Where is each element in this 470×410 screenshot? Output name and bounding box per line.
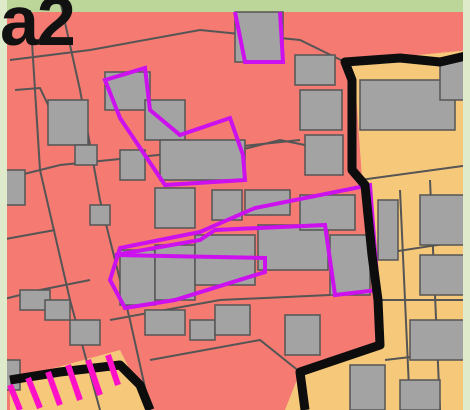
building (119, 249, 156, 306)
building (74, 144, 98, 166)
map-label: a2 (0, 0, 76, 60)
top-green-band (0, 0, 470, 12)
building (214, 304, 251, 336)
highlight-parcel-center (102, 65, 248, 188)
building (189, 319, 216, 341)
building (44, 299, 71, 321)
building (154, 187, 196, 229)
frame-left (0, 0, 7, 410)
building (294, 54, 336, 86)
hatched-band (7, 354, 121, 410)
frame-right (463, 0, 470, 410)
highlighted-parcels (102, 11, 381, 311)
building (399, 379, 441, 410)
building (419, 254, 470, 296)
building (304, 134, 344, 176)
building (89, 204, 111, 226)
highlight-parcel-south (107, 182, 381, 311)
building (299, 89, 343, 131)
building (329, 234, 371, 296)
building (257, 224, 329, 271)
building (349, 364, 386, 410)
building (69, 319, 101, 346)
building (159, 139, 246, 181)
building (419, 194, 470, 246)
boundary-line (9, 50, 470, 410)
building (119, 149, 146, 181)
building (47, 99, 89, 146)
building (377, 199, 399, 261)
building (154, 244, 196, 301)
building (194, 234, 256, 286)
building (359, 79, 456, 131)
building (409, 319, 470, 361)
highlight-parcel-north (233, 11, 286, 64)
building (284, 314, 321, 356)
building (144, 309, 186, 336)
